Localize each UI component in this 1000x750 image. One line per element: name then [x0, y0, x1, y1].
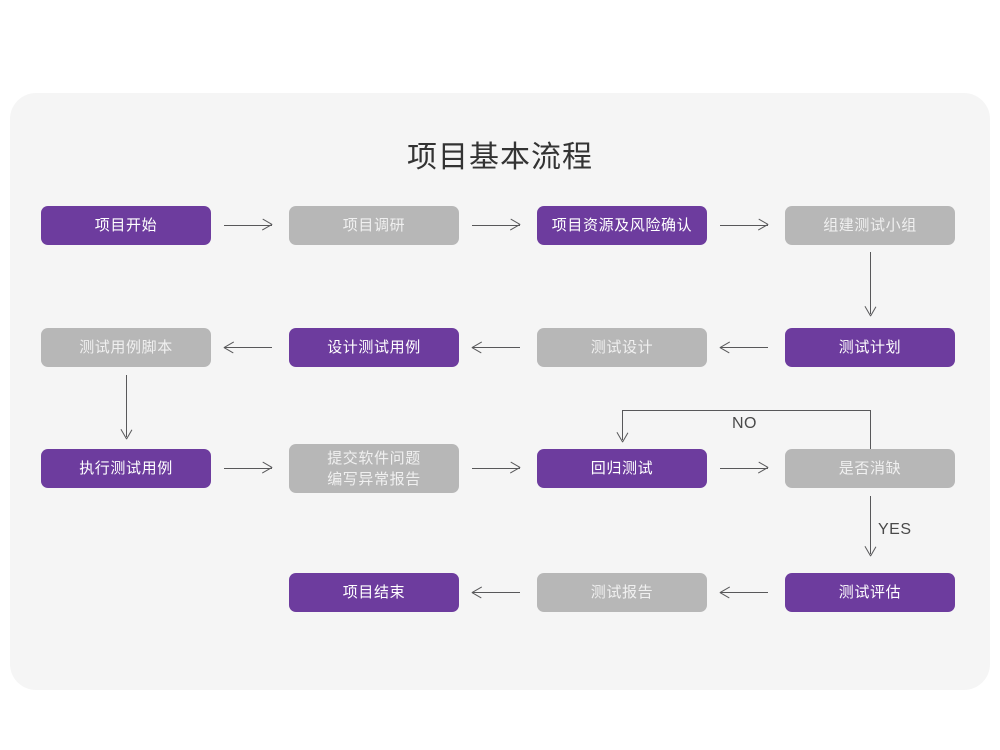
node-build-test-team[interactable]: 组建测试小组: [785, 206, 955, 245]
node-submit-issue-report[interactable]: 提交软件问题 编写异常报告: [289, 444, 459, 493]
node-project-research[interactable]: 项目调研: [289, 206, 459, 245]
node-defect-cleared[interactable]: 是否消缺: [785, 449, 955, 488]
page-title: 项目基本流程: [407, 141, 593, 174]
node-project-end[interactable]: 项目结束: [289, 573, 459, 612]
node-project-start[interactable]: 项目开始: [41, 206, 211, 245]
node-regression-test[interactable]: 回归测试: [537, 449, 707, 488]
node-test-design[interactable]: 测试设计: [537, 328, 707, 367]
edge-label-yes: YES: [878, 521, 912, 538]
node-execute-test-case[interactable]: 执行测试用例: [41, 449, 211, 488]
node-resource-risk-confirm[interactable]: 项目资源及风险确认: [537, 206, 707, 245]
node-test-report[interactable]: 测试报告: [537, 573, 707, 612]
node-design-test-case[interactable]: 设计测试用例: [289, 328, 459, 367]
node-test-evaluation[interactable]: 测试评估: [785, 573, 955, 612]
node-test-plan[interactable]: 测试计划: [785, 328, 955, 367]
edge-label-no: NO: [732, 415, 757, 432]
node-test-case-script[interactable]: 测试用例脚本: [41, 328, 211, 367]
